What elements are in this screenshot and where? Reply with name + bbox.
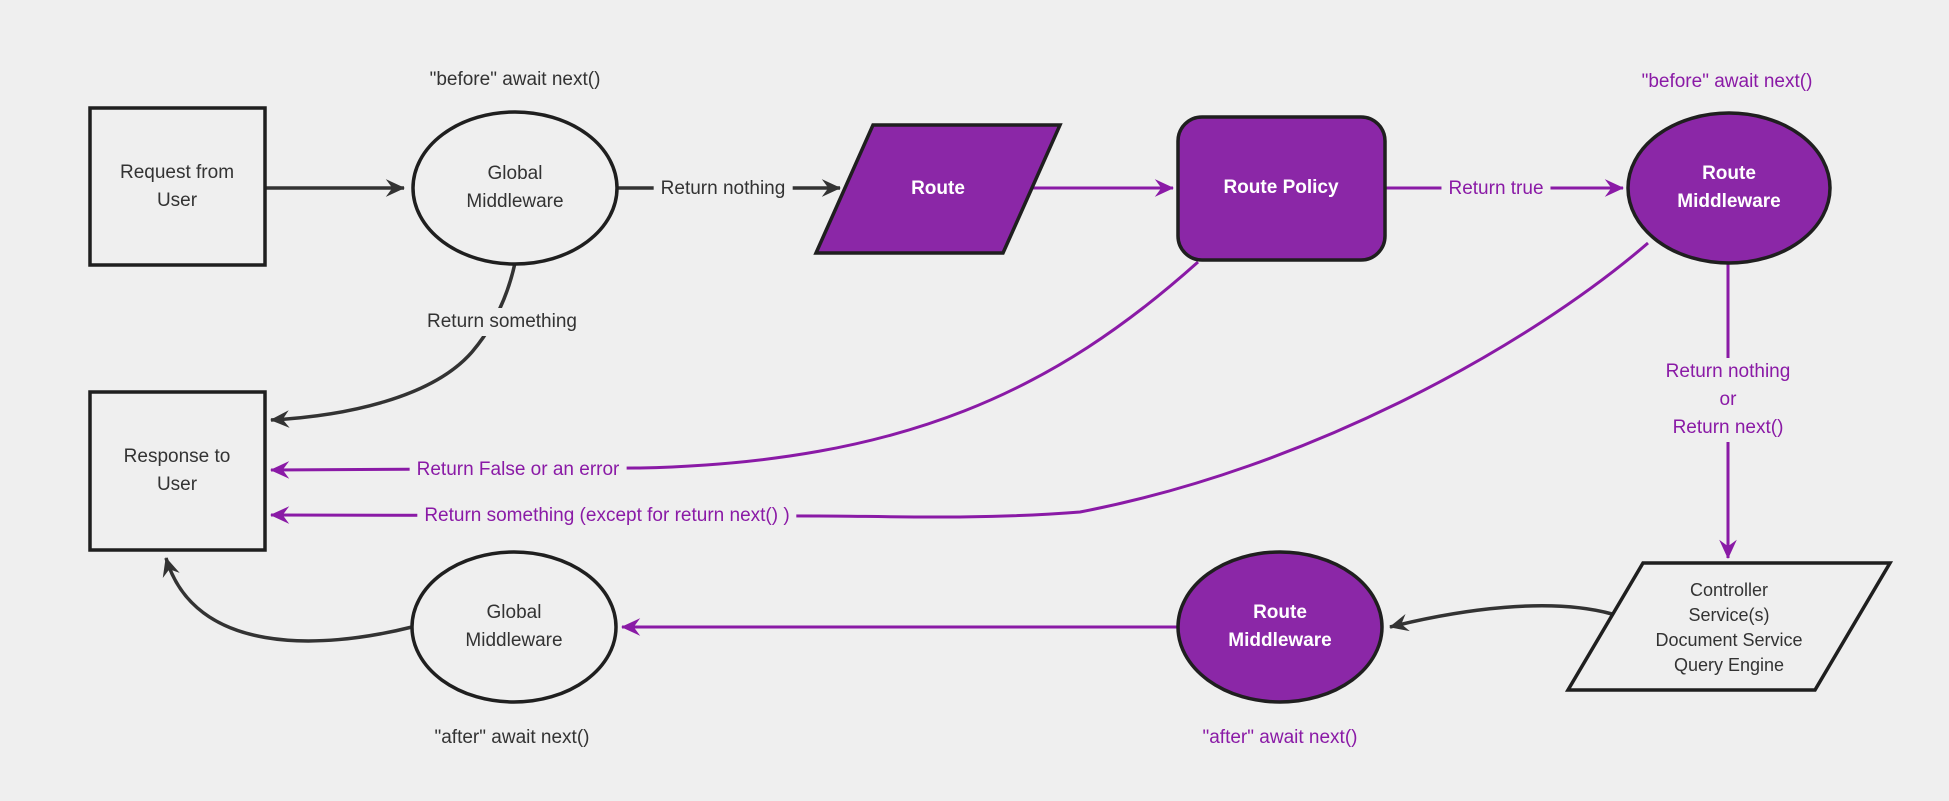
node-label-route-middleware-bottom: Route Middleware	[1228, 602, 1332, 651]
label-return-something-except: Return something (except for return next…	[417, 502, 797, 530]
label-before-await-next-route: "before" await next()	[1641, 71, 1813, 92]
node-label-route-policy: Route Policy	[1223, 177, 1339, 198]
controller-line-3: Document Service	[1655, 630, 1803, 650]
node-label-controller: Controller Service(s) Document Service Q…	[1655, 578, 1802, 678]
node-label-response: Response to User	[123, 446, 231, 495]
node-controller-parallelogram	[1564, 561, 1894, 692]
node-label-route: Route	[911, 178, 965, 199]
controller-line-2: Service(s)	[1688, 605, 1770, 625]
label-before-await-next-global: "before" await next()	[429, 69, 601, 90]
edge-return-false-to-response	[270, 260, 1200, 479]
edge-global-middleware-bottom-to-response	[162, 557, 413, 643]
label-return-true: Return true	[1441, 175, 1551, 203]
return-nothing-or-line-3: Return next()	[1672, 417, 1784, 438]
edge-return-something-to-response	[270, 262, 517, 428]
label-after-await-next-global: "after" await next()	[434, 727, 590, 748]
node-global-middleware-bottom	[410, 550, 618, 704]
label-return-nothing: Return nothing	[653, 175, 793, 203]
node-request-box	[88, 106, 267, 267]
return-nothing-or-line-1: Return nothing	[1665, 361, 1791, 382]
node-label-request: Request from User	[119, 162, 235, 211]
node-label-global-middleware-bottom: Global Middleware	[465, 602, 563, 651]
node-route-policy	[1176, 115, 1387, 262]
node-global-middleware-top	[411, 110, 619, 266]
node-response-box	[88, 390, 267, 552]
label-return-something: Return something	[420, 308, 584, 336]
controller-line-1: Controller	[1689, 580, 1769, 600]
label-after-await-next-route: "after" await next()	[1202, 727, 1358, 748]
edge-return-something-except-to-response	[270, 241, 1649, 524]
node-route-middleware-top	[1626, 111, 1832, 265]
controller-line-4: Query Engine	[1673, 655, 1785, 675]
label-return-nothing-or-next: Return nothing or Return next()	[1658, 358, 1798, 442]
node-label-route-middleware-top: Route Middleware	[1677, 163, 1781, 212]
return-nothing-or-line-2: or	[1719, 389, 1737, 410]
node-route-middleware-bottom	[1176, 550, 1384, 704]
label-return-false-or-error: Return False or an error	[409, 456, 627, 484]
node-route-parallelogram	[813, 123, 1063, 255]
node-label-global-middleware-top: Global Middleware	[466, 163, 564, 212]
edge-controller-to-route-middleware-bottom	[1389, 604, 1613, 632]
